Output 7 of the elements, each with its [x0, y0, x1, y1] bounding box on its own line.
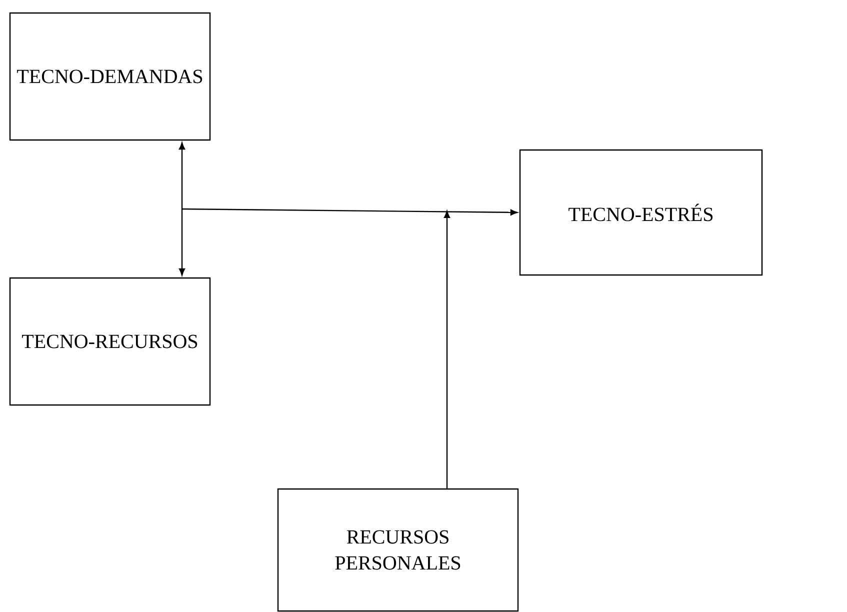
arrow: [444, 210, 450, 488]
arrow: [182, 208, 518, 216]
process-box: TECNO-RECURSOS: [9, 277, 211, 406]
process-box: TECNO-DEMANDAS: [9, 12, 211, 141]
arrow: [178, 142, 186, 276]
process-box: TECNO-ESTRÉS: [519, 149, 763, 276]
process-box: RECURSOS PERSONALES: [277, 488, 519, 612]
